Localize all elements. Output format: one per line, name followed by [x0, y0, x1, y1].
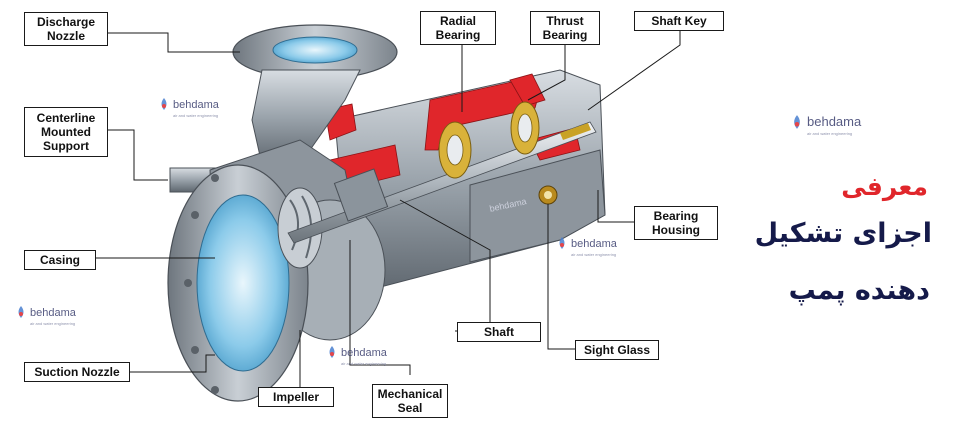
label-discharge-nozzle: Discharge Nozzle [24, 12, 108, 46]
mechanical-seal-body [333, 168, 389, 222]
watermark-tagline: air and water engineering [571, 252, 617, 257]
impeller-vanes [277, 187, 323, 269]
behdama-logo-icon [556, 236, 568, 255]
watermark-logo-3: behdama air and water engineering [15, 303, 76, 326]
watermark-tagline: air and water engineering [341, 361, 387, 366]
label-bearing-housing: Bearing Housing [634, 206, 718, 240]
label-sight-glass: Sight Glass [575, 340, 659, 360]
label-shaft-key: Shaft Key [634, 11, 724, 31]
bearing-assemblies [438, 101, 540, 179]
label-impeller: Impeller [258, 387, 334, 407]
watermark-logo-2: behdama air and water engineering [790, 113, 861, 136]
watermark-brand: behdama [807, 114, 862, 129]
watermark-tagline: air and water engineering [807, 131, 853, 136]
sight-glass-port [538, 185, 558, 205]
suction-nozzle-flange [167, 164, 309, 402]
watermark-tagline: air and water engineering [30, 321, 76, 326]
watermark-brand: behdama [571, 238, 617, 250]
discharge-nozzle-flange [232, 24, 398, 166]
label-centerline-support: Centerline Mounted Support [24, 107, 108, 157]
label-suction-nozzle: Suction Nozzle [24, 362, 130, 382]
behdama-logo-icon [326, 345, 338, 364]
label-mechanical-seal: Mechanical Seal [372, 384, 448, 418]
behdama-logo-icon [158, 97, 170, 116]
watermark-logo-5: behdama air and water engineering [556, 234, 617, 257]
label-shaft: Shaft [457, 322, 541, 342]
watermark-logo-1: behdama air and water engineering [158, 95, 219, 118]
title-line-3: دهنده پمپ [788, 275, 930, 306]
label-thrust-bearing: Thrust Bearing [530, 11, 600, 45]
label-casing: Casing [24, 250, 96, 270]
watermark-brand: behdama [173, 99, 219, 111]
watermark-brand: behdama [341, 347, 387, 359]
watermark-brand: behdama [30, 307, 76, 319]
leader-lines [96, 30, 681, 393]
behdama-logo-icon [790, 114, 804, 135]
watermark-logo-4: behdama air and water engineering [326, 343, 387, 366]
behdama-logo-icon [15, 305, 27, 324]
title-line-1: معرفی [841, 172, 928, 201]
watermark-tagline: air and water engineering [173, 113, 219, 118]
title-line-2: اجزای تشکیل [754, 218, 932, 249]
label-radial-bearing: Radial Bearing [420, 11, 496, 45]
